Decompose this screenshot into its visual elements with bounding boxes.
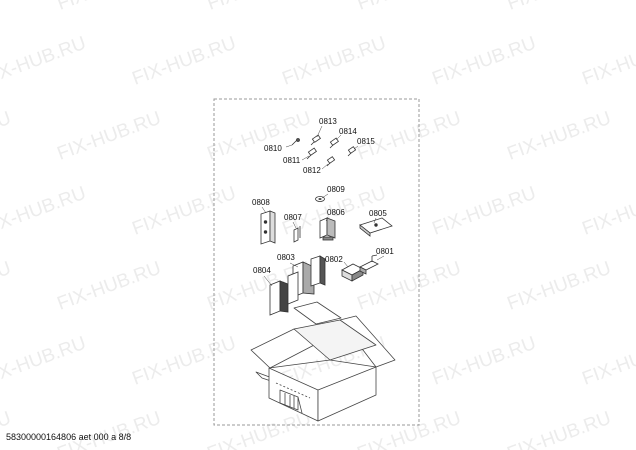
part-label-0811: 0811 bbox=[283, 156, 301, 165]
block-0802 bbox=[341, 263, 364, 282]
watermark-text: FIX-HUB.RU bbox=[355, 408, 464, 450]
watermark-text: FIX-HUB.RU bbox=[0, 258, 14, 315]
leader-0810 bbox=[285, 144, 293, 148]
bracket-0808 bbox=[260, 210, 276, 245]
leader-0809 bbox=[321, 193, 329, 199]
part-label-0802: 0802 bbox=[325, 255, 343, 264]
watermark-text: FIX-HUB.RU bbox=[0, 183, 89, 240]
screw-0810 bbox=[291, 138, 300, 146]
packaging-box-illustration bbox=[250, 301, 396, 422]
watermark-text: FIX-HUB.RU bbox=[130, 183, 239, 240]
watermark-text: FIX-HUB.RU bbox=[580, 33, 636, 90]
leader-0813 bbox=[316, 125, 323, 138]
hinge-assembly-0804 bbox=[269, 271, 299, 316]
watermark-text: FIX-HUB.RU bbox=[55, 258, 164, 315]
part-label-0814: 0814 bbox=[339, 127, 357, 136]
screw-0812 bbox=[326, 156, 336, 167]
watermark-text: FIX-HUB.RU bbox=[505, 0, 614, 15]
watermark-text: FIX-HUB.RU bbox=[355, 0, 464, 15]
watermark-text: FIX-HUB.RU bbox=[130, 333, 239, 390]
watermark-text: FIX-HUB.RU bbox=[280, 33, 389, 90]
watermark-text: FIX-HUB.RU bbox=[205, 0, 314, 15]
part-label-0808: 0808 bbox=[252, 198, 270, 207]
leader-0807 bbox=[292, 221, 297, 229]
watermark-text: FIX-HUB.RU bbox=[55, 108, 164, 165]
part-label-0803: 0803 bbox=[277, 253, 295, 262]
watermark-text: FIX-HUB.RU bbox=[505, 258, 614, 315]
watermark-text: FIX-HUB.RU bbox=[505, 408, 614, 450]
watermark-text: FIX-HUB.RU bbox=[430, 183, 539, 240]
watermark-text: FIX-HUB.RU bbox=[430, 333, 539, 390]
watermark-text: FIX-HUB.RU bbox=[205, 408, 314, 450]
leader-0808 bbox=[261, 206, 267, 214]
part-label-0801: 0801 bbox=[376, 247, 394, 256]
watermark-text: FIX-HUB.RU bbox=[0, 333, 89, 390]
part-label-0813: 0813 bbox=[319, 117, 337, 126]
watermark-text: FIX-HUB.RU bbox=[55, 408, 164, 450]
hinge-assembly-0803 bbox=[292, 255, 326, 298]
leader-0803 bbox=[289, 262, 299, 268]
part-label-0815: 0815 bbox=[357, 137, 375, 146]
watermark-text: FIX-HUB.RU bbox=[580, 333, 636, 390]
screw-0813 bbox=[310, 134, 321, 146]
leader-0812 bbox=[321, 163, 329, 170]
part-label-0810: 0810 bbox=[264, 144, 282, 153]
part-label-0807: 0807 bbox=[284, 213, 302, 222]
leader-0805 bbox=[373, 217, 377, 224]
watermark-text: FIX-HUB.RU bbox=[55, 0, 164, 15]
footer-document-code: 58300000164806 aet 000 a 8/8 bbox=[6, 432, 132, 442]
leader-0806 bbox=[325, 216, 329, 222]
part-label-0805: 0805 bbox=[369, 209, 387, 218]
leader-0802 bbox=[343, 261, 349, 268]
hinge-0806 bbox=[319, 217, 336, 241]
screw-0811 bbox=[306, 147, 317, 160]
part-label-0806: 0806 bbox=[327, 208, 345, 217]
leader-0804 bbox=[263, 275, 273, 287]
watermark-text: FIX-HUB.RU bbox=[0, 408, 14, 450]
part-label-0804: 0804 bbox=[253, 266, 271, 275]
part-label-0812: 0812 bbox=[303, 166, 321, 175]
pin-0807 bbox=[293, 226, 301, 243]
leader-0814 bbox=[335, 134, 342, 141]
watermark-text: FIX-HUB.RU bbox=[0, 108, 14, 165]
watermark-text: FIX-HUB.RU bbox=[580, 183, 636, 240]
part-label-0809: 0809 bbox=[327, 185, 345, 194]
screw-0814 bbox=[329, 137, 339, 149]
leader-0815 bbox=[353, 145, 359, 150]
diagram-frame bbox=[213, 98, 420, 426]
watermark-text: FIX-HUB.RU bbox=[0, 0, 14, 15]
clip-0801 bbox=[359, 254, 379, 275]
watermark-text: FIX-HUB.RU bbox=[505, 108, 614, 165]
leader-0811 bbox=[301, 155, 310, 161]
watermark-text: FIX-HUB.RU bbox=[130, 33, 239, 90]
leader-0801 bbox=[376, 255, 385, 261]
watermark-text: FIX-HUB.RU bbox=[0, 33, 89, 90]
screw-0815 bbox=[347, 146, 357, 157]
plate-0805 bbox=[359, 217, 393, 237]
watermark-text: FIX-HUB.RU bbox=[430, 33, 539, 90]
